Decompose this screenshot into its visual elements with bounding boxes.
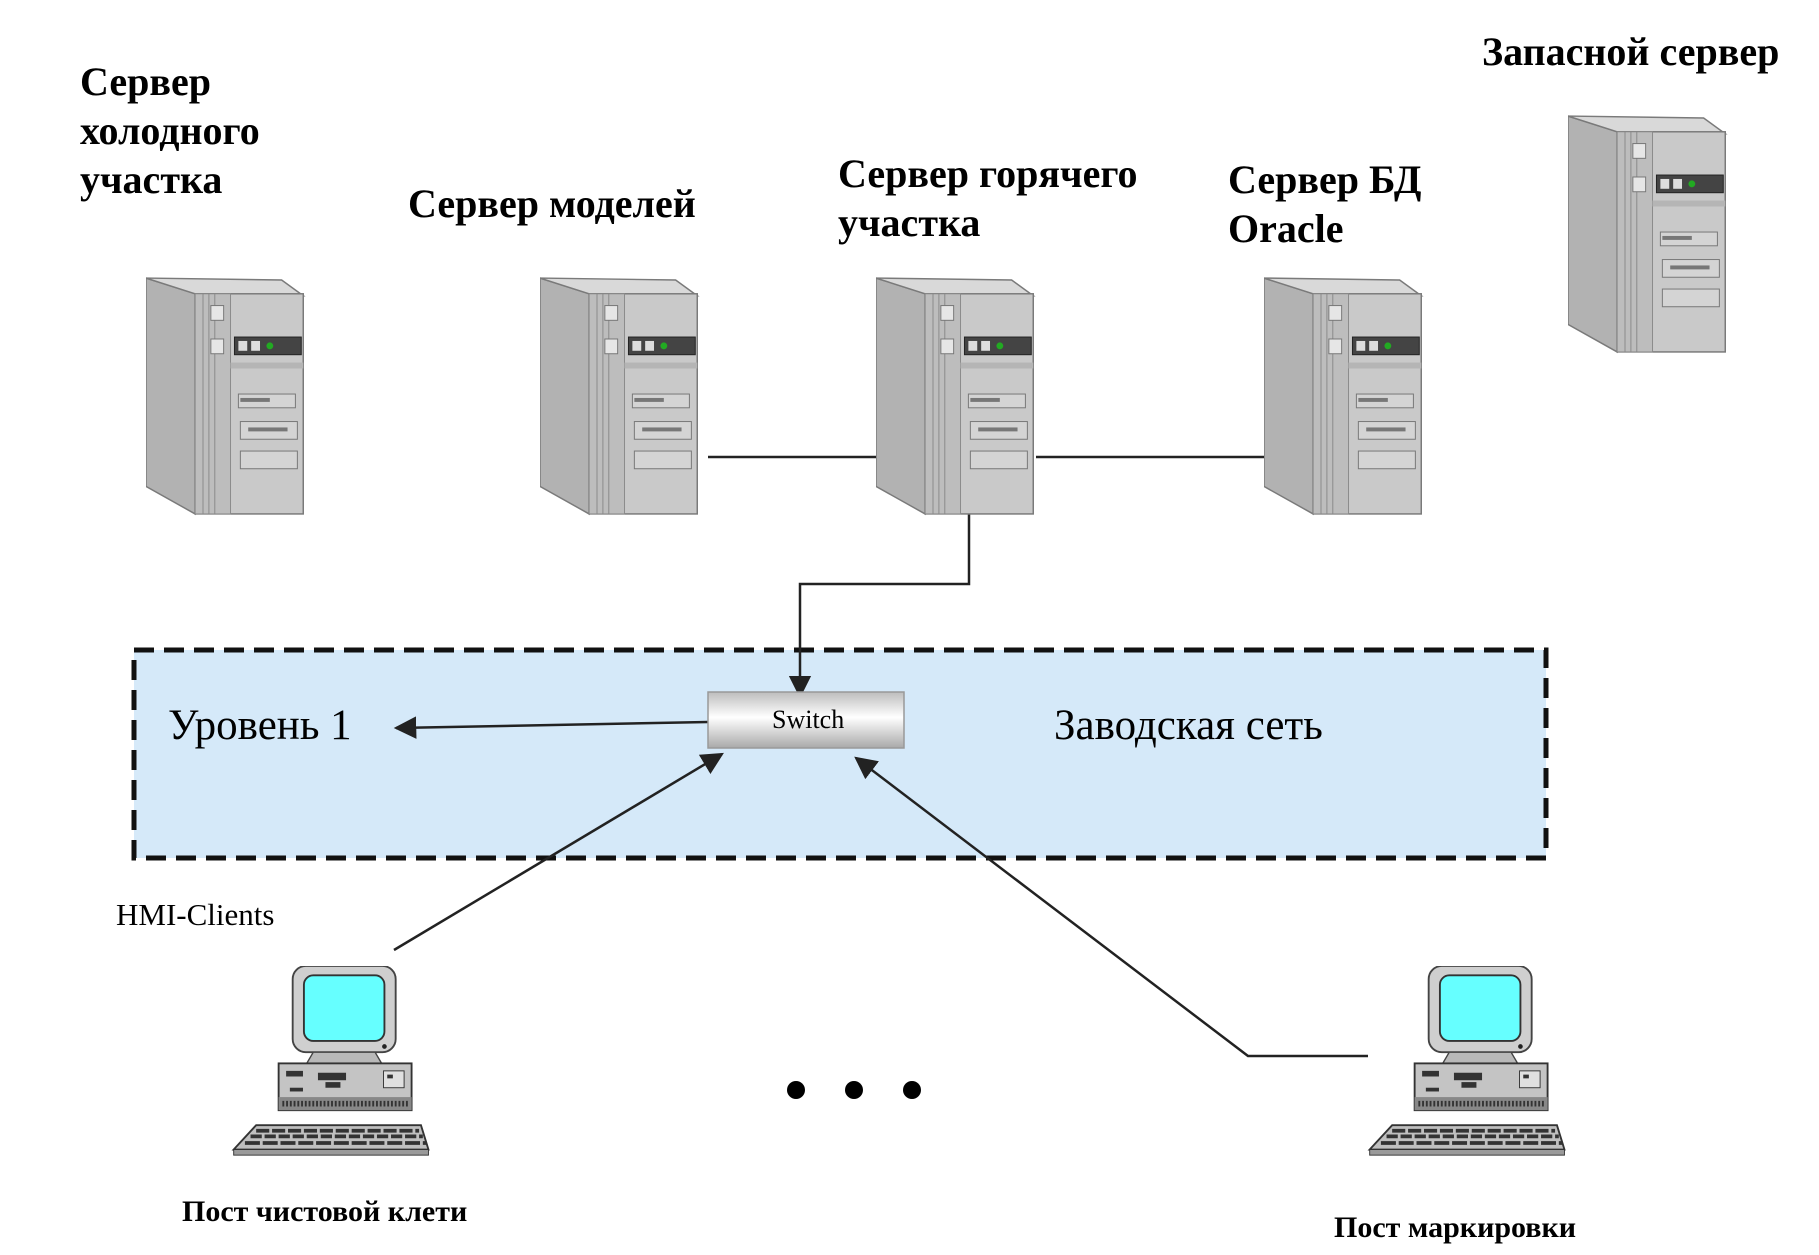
server-icon-spare xyxy=(1568,115,1727,353)
server-label-db: Сервер БД Oracle xyxy=(1228,157,1422,251)
link-marking-switch xyxy=(854,756,1368,1058)
plant-network-zone xyxy=(131,647,1549,861)
switch-label: Switch xyxy=(772,705,845,734)
plant-network-label: Заводская сеть xyxy=(1054,702,1323,749)
hmi-clients-label: HMI-Clients xyxy=(116,897,275,932)
server-label-models: Сервер моделей xyxy=(408,181,696,226)
server-label-spare: Запасной сервер xyxy=(1482,29,1780,74)
workstation-label-finishing: Пост чистовой клети xyxy=(182,1195,468,1228)
server-label-hot: Сервер горячего участка xyxy=(838,151,1138,245)
server-icon-db xyxy=(1264,277,1423,515)
ellipsis-icon xyxy=(787,1081,921,1099)
server-label-cold: Сервер холодного участка xyxy=(80,59,260,202)
link-finishing-switch xyxy=(393,752,724,952)
switch-device xyxy=(707,691,905,749)
server-icon-models xyxy=(540,277,699,515)
link-hot-switch xyxy=(788,514,971,699)
server-icon-cold xyxy=(146,277,305,515)
server-icon-hot xyxy=(876,277,1035,515)
workstation-icon-marking xyxy=(1370,966,1565,1155)
level-label: Уровень 1 xyxy=(168,702,352,749)
workstation-icon-finishing xyxy=(234,966,429,1155)
workstation-label-marking: Пост маркировки xyxy=(1334,1211,1577,1244)
link-switch-level1 xyxy=(393,716,709,739)
